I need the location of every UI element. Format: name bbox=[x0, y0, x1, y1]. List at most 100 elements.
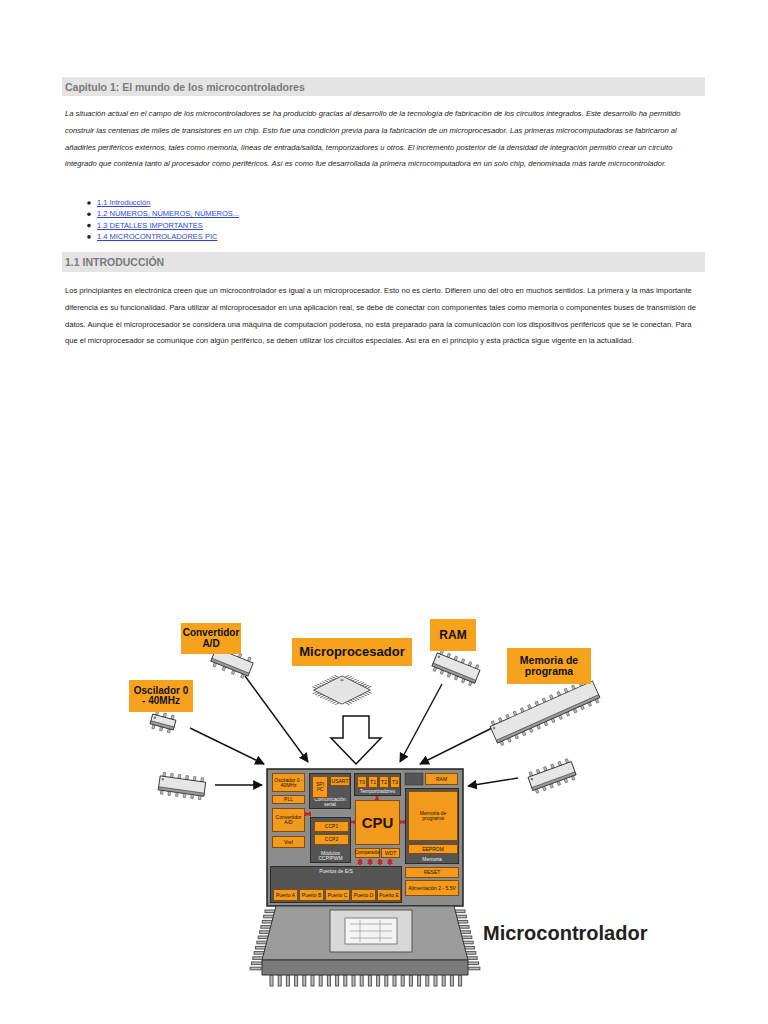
section-band: 1.1 INTRODUCCIÓN bbox=[62, 252, 705, 272]
block-box: T0 bbox=[357, 776, 367, 788]
package-pin bbox=[360, 975, 363, 986]
node-text: Comunicación serial bbox=[310, 797, 350, 807]
node-text: Puerto C bbox=[328, 893, 348, 898]
node-text: Módulos CCP/PWM bbox=[311, 851, 350, 861]
node-text: Convertidor A/D bbox=[183, 628, 240, 649]
block-box: Puerto B bbox=[299, 889, 324, 901]
node-text: Puerto E bbox=[379, 893, 398, 898]
toc-link: 1.3 DETALLES IMPORTANTES bbox=[97, 221, 203, 231]
node-text: Memoria de programa bbox=[509, 655, 589, 677]
dip-chip bbox=[158, 772, 207, 800]
block-box: T2 bbox=[379, 776, 389, 788]
package-pin bbox=[251, 962, 262, 965]
label-box: Oscilador 0 - 40MHz bbox=[129, 680, 193, 712]
package-pin bbox=[344, 975, 347, 986]
label-box: RAM bbox=[430, 619, 476, 651]
group-box: Puertos de E/S Puerto A Puerto B Puerto C Pu… bbox=[270, 866, 402, 903]
dip-chip bbox=[489, 677, 602, 746]
title: Capitulo 1: El mundo de los microcontrol… bbox=[65, 81, 305, 93]
title-band: Capitulo 1: El mundo de los microcontrol… bbox=[62, 77, 705, 96]
block-box: RAM bbox=[425, 773, 458, 785]
package-pin bbox=[459, 975, 462, 986]
package-pin bbox=[468, 962, 479, 965]
block-box: WDT bbox=[381, 848, 400, 858]
block-box: Alimentación 2 - 5.5V bbox=[405, 880, 459, 896]
package-pin bbox=[368, 975, 371, 986]
block-box: Puerto C bbox=[325, 889, 350, 901]
package-pin bbox=[377, 975, 380, 986]
block-box: Puerto E bbox=[377, 889, 401, 901]
node-text: Alimentación 2 - 5.5V bbox=[408, 886, 456, 891]
package-pin bbox=[295, 975, 298, 986]
chip-frame bbox=[267, 769, 463, 906]
body-paragraph: Los principiantes en electrónica creen q… bbox=[65, 283, 705, 350]
label-box: Convertidor A/D bbox=[181, 623, 241, 654]
block-box: RESET bbox=[405, 867, 459, 878]
ram-block bbox=[405, 773, 423, 785]
node-text: WDT bbox=[385, 851, 396, 856]
node-text: CCP1 bbox=[325, 824, 338, 829]
block-box: CCP1 bbox=[314, 821, 349, 832]
node-text: Memoria bbox=[406, 857, 458, 862]
package-pin bbox=[469, 967, 480, 970]
package-pin bbox=[450, 975, 453, 986]
qfp-chip bbox=[305, 672, 379, 709]
node-text: SPI I²C bbox=[314, 782, 326, 792]
node-text: Comparador bbox=[355, 851, 381, 856]
block-box: EEPROM bbox=[408, 844, 458, 854]
node-text: Microprocesador bbox=[299, 645, 404, 659]
block-box: SPI I²C bbox=[312, 776, 328, 798]
package-pin bbox=[319, 975, 322, 986]
group-box: Comunicación serial SPI I²C USART bbox=[309, 773, 351, 809]
node-text: Oscilador 0 - 40MHz bbox=[274, 778, 303, 788]
block-box: Puerto D bbox=[351, 889, 376, 901]
package-pin bbox=[270, 975, 273, 986]
package-pin bbox=[393, 975, 396, 986]
dip-chip bbox=[149, 710, 177, 734]
group-box: TemporizadoresT0T1 T2T3 bbox=[354, 773, 401, 796]
package-pin bbox=[401, 975, 404, 986]
node-text: Vref bbox=[284, 840, 293, 845]
package-pin bbox=[426, 975, 429, 986]
package-pin bbox=[311, 975, 314, 986]
block-box: USART bbox=[330, 776, 350, 786]
package-pin bbox=[352, 975, 355, 986]
node-text: USART bbox=[332, 779, 349, 784]
node-text: T2 bbox=[381, 780, 387, 785]
caption-label: Microcontrolador bbox=[483, 922, 647, 945]
node-text: 1.1 INTRODUCCIÓN bbox=[62, 256, 164, 268]
toc-link: 1.2 NÚMEROS, NÚMEROS, NÚMEROS... bbox=[97, 209, 239, 219]
node-text: EEPROM bbox=[422, 847, 444, 852]
node-text: Temporizadores bbox=[355, 789, 400, 794]
node-text: T1 bbox=[370, 780, 376, 785]
block-box: Memoria de programa bbox=[408, 791, 458, 841]
block-box: T3 bbox=[390, 776, 400, 788]
node-text: RESET bbox=[424, 870, 441, 875]
node-text: Convertidor A/D bbox=[274, 815, 303, 825]
node-text: RAM bbox=[439, 629, 466, 642]
label-box: Memoria de programa bbox=[507, 648, 591, 684]
node-text: Puerto B bbox=[302, 893, 321, 898]
block-box: PLL bbox=[272, 795, 305, 804]
dip-chip bbox=[527, 758, 578, 794]
package-pin bbox=[286, 975, 289, 986]
node-text: CPU bbox=[362, 815, 394, 830]
dip-chip bbox=[431, 649, 482, 687]
toc-link: 1.1 Introducción bbox=[97, 198, 150, 208]
toc-link: 1.4 MICROCONTROLADORES PIC bbox=[97, 232, 217, 242]
node-text: Puertos de E/S bbox=[271, 869, 401, 874]
microcontroller-package bbox=[250, 906, 480, 986]
hollow-arrow bbox=[331, 716, 381, 764]
node-text: Puerto D bbox=[354, 893, 374, 898]
node-text: PLL bbox=[284, 797, 293, 802]
block-box: Comparador bbox=[355, 848, 380, 858]
chip-pictures bbox=[149, 644, 601, 800]
node-text: Puerto A bbox=[276, 893, 295, 898]
node-text: Oscilador 0 - 40MHz bbox=[131, 686, 191, 707]
package-pin bbox=[385, 975, 388, 986]
package-pin bbox=[278, 975, 281, 986]
package-pin bbox=[409, 975, 412, 986]
group-box: Memoria Memoria de programaEEPROM bbox=[405, 788, 459, 864]
block-box: T1 bbox=[368, 776, 378, 788]
